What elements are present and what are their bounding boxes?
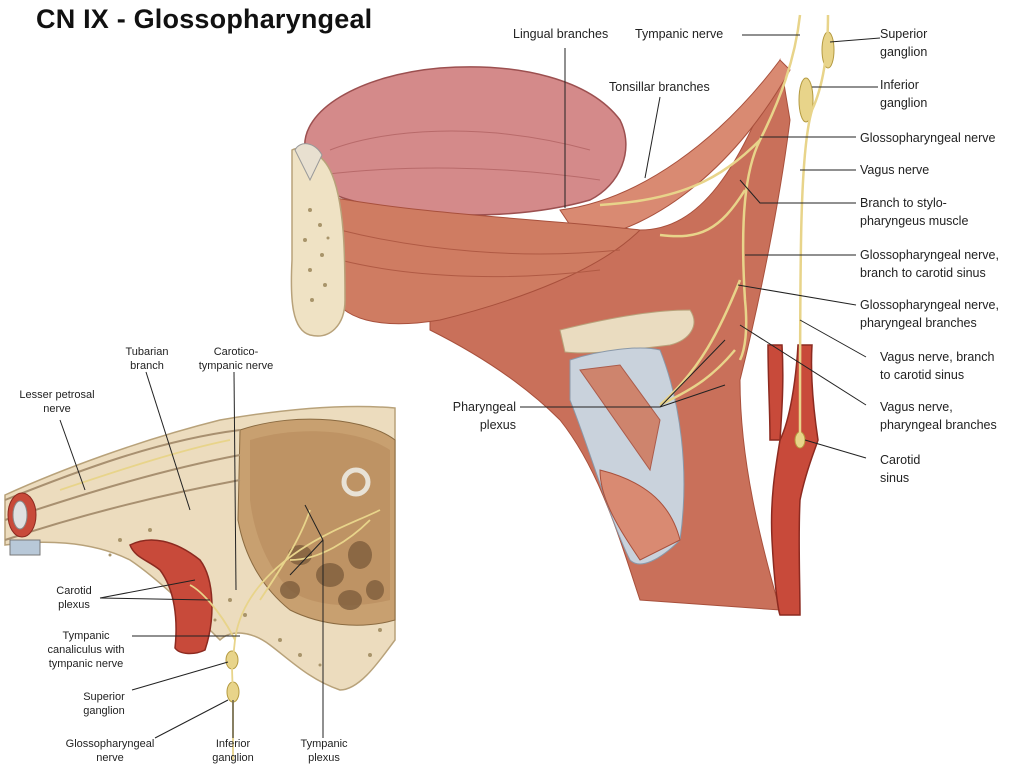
main-figure [290,14,881,616]
label-glossopharyngeal-pharyngeal-branches: Glossopharyngeal nerve,pharyngeal branch… [860,298,999,330]
label-glossopharyngeal-nerve: Glossopharyngeal nerve [860,131,996,145]
inset-figure [4,371,396,760]
tongue [304,66,627,216]
label-tympanic-nerve: Tympanic nerve [635,27,724,41]
label-vagus-nerve: Vagus nerve [860,163,930,177]
main-leader-lines [520,34,881,459]
label-caroticotympanic-nerve: Carotico-tympanic nerve [198,346,274,372]
inset-carotid [129,539,213,655]
inset-leader-lines [59,371,324,739]
page-title: CN IX - Glossopharyngeal [36,4,373,34]
label-lingual-branches: Lingual branches [513,27,609,41]
label-vagus-pharyngeal-branches: Vagus nerve,pharyngeal branches [880,400,997,432]
label-tonsillar-branches: Tonsillar branches [609,80,710,94]
label-branch-to-stylopharyngeus: Branch to stylo-pharyngeus muscle [860,196,969,228]
mandible-section [290,147,346,337]
label-glossopharyngeal-carotid-sinus-branch: Glossopharyngeal nerve,branch to carotid… [860,248,999,280]
